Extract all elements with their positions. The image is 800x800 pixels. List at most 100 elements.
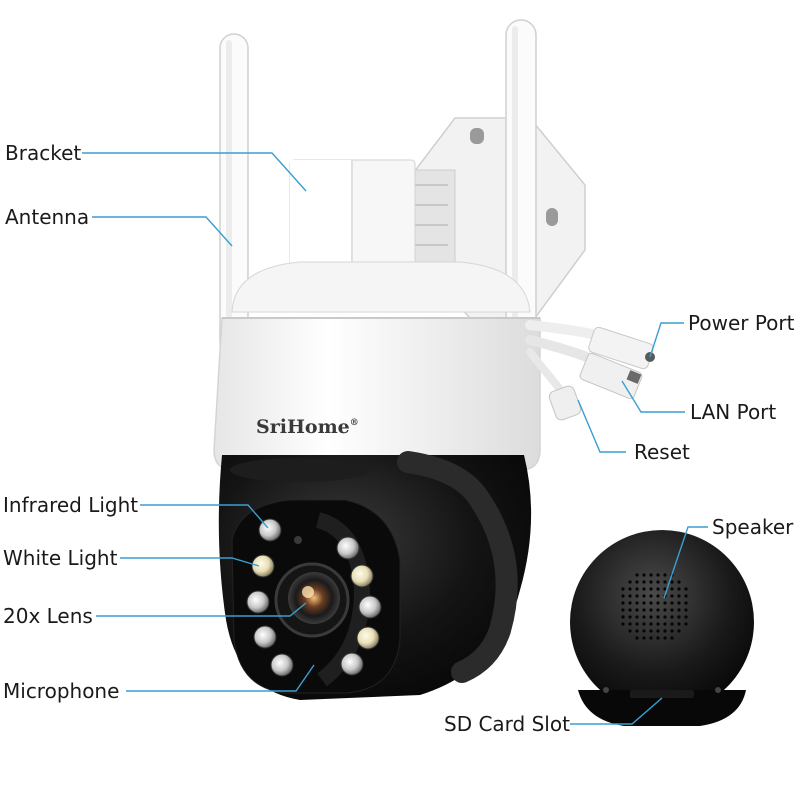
speaker-hole	[677, 608, 681, 612]
leader-speaker	[663, 526, 708, 599]
speaker-hole	[656, 601, 660, 605]
leader-infrared-light	[140, 504, 269, 529]
speaker-hole	[628, 622, 632, 626]
speaker-hole	[635, 587, 639, 591]
lens	[274, 562, 350, 638]
speaker-hole	[628, 587, 632, 591]
speaker-hole	[642, 608, 646, 612]
speaker-hole	[656, 629, 660, 633]
speaker-hole	[642, 587, 646, 591]
speaker-hole	[684, 608, 688, 612]
leader-lens	[96, 602, 307, 617]
speaker-hole	[642, 629, 646, 633]
speaker-hole	[642, 615, 646, 619]
right-antenna	[505, 19, 537, 356]
leader-antenna	[92, 216, 233, 247]
speaker-hole	[656, 587, 660, 591]
speaker-hole	[656, 573, 660, 577]
speaker-hole	[649, 608, 653, 612]
speaker-hole	[621, 615, 625, 619]
label-antenna: Antenna	[5, 205, 90, 229]
label-speaker: Speaker	[712, 515, 794, 539]
speaker-hole	[621, 601, 625, 605]
speaker-hole	[663, 622, 667, 626]
speaker-hole	[663, 608, 667, 612]
cables	[525, 320, 655, 421]
speaker-hole	[649, 629, 653, 633]
speaker-hole	[649, 615, 653, 619]
brand-logo: SriHome®	[256, 416, 359, 438]
speaker-hole	[670, 608, 674, 612]
speaker-hole	[642, 580, 646, 584]
speaker-hole	[628, 629, 632, 633]
white-housing	[213, 261, 541, 471]
speaker-hole	[635, 636, 639, 640]
speaker-hole	[642, 636, 646, 640]
speaker-hole	[677, 601, 681, 605]
speaker-hole	[684, 587, 688, 591]
speaker-hole	[621, 594, 625, 598]
speaker-hole	[670, 636, 674, 640]
speaker-hole	[656, 594, 660, 598]
leader-lines	[82, 152, 708, 725]
speaker-hole	[684, 615, 688, 619]
speaker-hole	[628, 608, 632, 612]
label-power-port: Power Port	[688, 311, 795, 335]
leader-power-port	[649, 322, 684, 358]
speaker-hole	[684, 594, 688, 598]
speaker-hole	[656, 580, 660, 584]
speaker-hole	[635, 608, 639, 612]
speaker-hole	[670, 601, 674, 605]
speaker-hole	[628, 594, 632, 598]
label-sd-card-slot: SD Card Slot	[444, 712, 570, 736]
leader-white-light	[120, 557, 260, 567]
speaker-hole	[635, 601, 639, 605]
speaker-hole	[663, 573, 667, 577]
speaker-hole	[684, 622, 688, 626]
speaker-hole	[670, 580, 674, 584]
speaker-hole	[656, 608, 660, 612]
label-white-light: White Light	[3, 546, 118, 570]
speaker-hole	[621, 622, 625, 626]
speaker-inset	[570, 530, 754, 726]
label-lan-port: LAN Port	[690, 400, 777, 424]
speaker-hole	[663, 580, 667, 584]
speaker-hole	[642, 573, 646, 577]
leader-reset	[577, 399, 626, 453]
speaker-hole	[642, 622, 646, 626]
speaker-hole	[670, 594, 674, 598]
speaker-hole	[628, 580, 632, 584]
speaker-hole	[649, 636, 653, 640]
speaker-hole	[663, 587, 667, 591]
speaker-hole	[635, 622, 639, 626]
speaker-hole	[656, 615, 660, 619]
speaker-hole	[677, 580, 681, 584]
speaker-hole	[677, 622, 681, 626]
label-infrared-light: Infrared Light	[3, 493, 139, 517]
label-lens: 20x Lens	[3, 604, 93, 628]
speaker-hole	[663, 629, 667, 633]
speaker-hole	[670, 622, 674, 626]
speaker-hole	[635, 615, 639, 619]
speaker-hole	[621, 587, 625, 591]
speaker-hole	[635, 629, 639, 633]
label-microphone: Microphone	[3, 679, 120, 703]
label-bracket: Bracket	[5, 141, 82, 165]
leader-sd-card-slot	[570, 697, 663, 725]
label-reset: Reset	[634, 440, 690, 464]
speaker-hole	[635, 580, 639, 584]
bracket-arm	[289, 159, 416, 271]
speaker-hole	[656, 622, 660, 626]
speaker-hole	[621, 608, 625, 612]
speaker-hole	[642, 594, 646, 598]
speaker-hole	[649, 580, 653, 584]
speaker-hole	[677, 615, 681, 619]
leader-microphone	[126, 664, 315, 692]
speaker-hole	[649, 594, 653, 598]
speaker-hole	[670, 629, 674, 633]
speaker-hole	[635, 573, 639, 577]
speaker-hole	[663, 601, 667, 605]
speaker-hole	[649, 622, 653, 626]
